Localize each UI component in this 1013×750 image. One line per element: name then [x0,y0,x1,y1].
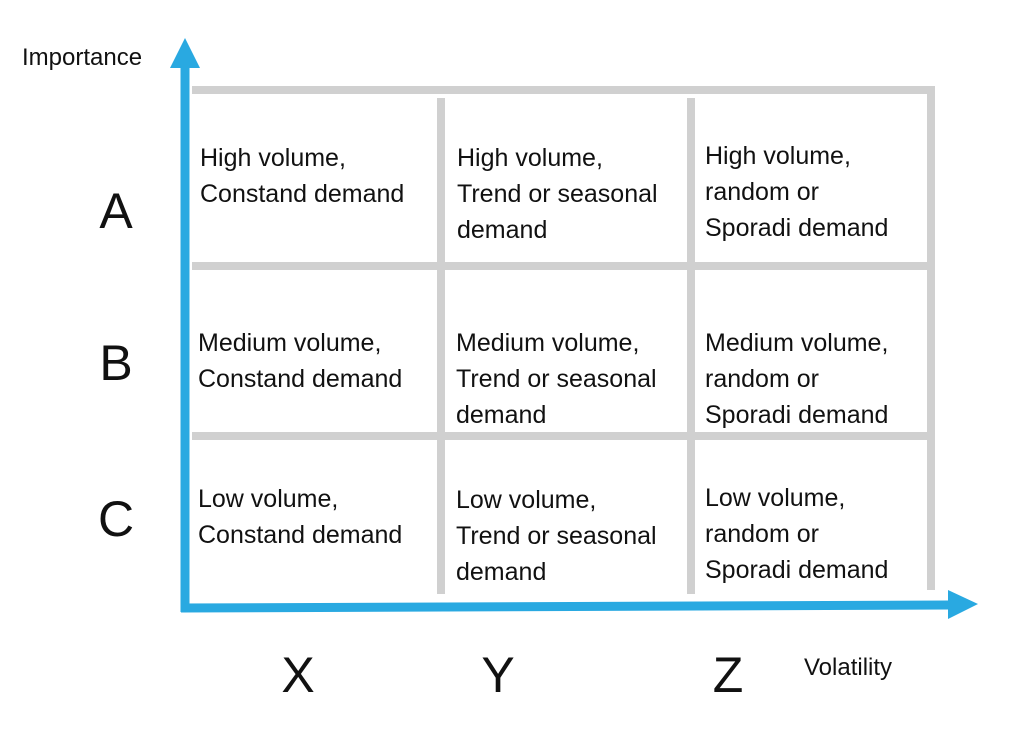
x-axis-title: Volatility [804,654,893,681]
row-label-b: B [99,335,133,391]
col-label-z: Z [712,647,744,703]
cell-a-x: High volume, Constand demand [200,144,405,208]
grid-lines [192,86,935,594]
axes [170,38,978,619]
cell-c-x: Low volume, Constand demand [198,485,403,549]
cell-b-z: Medium volume, random or Sporadi demand [705,329,889,429]
x-axis-line [180,600,951,613]
x-axis-arrowhead [948,590,978,619]
row-label-a: A [99,183,133,239]
col-label-y: Y [481,647,515,703]
cell-c-y: Low volume, Trend or seasonal demand [456,486,657,586]
y-axis-title: Importance [22,44,143,71]
cell-a-y: High volume, Trend or seasonal demand [457,144,658,244]
cell-b-y: Medium volume, Trend or seasonal demand [456,329,657,429]
cell-b-x: Medium volume, Constand demand [198,329,403,393]
y-axis-arrowhead [170,38,200,68]
col-label-x: X [281,647,315,703]
row-label-c: C [97,491,135,547]
cell-a-z: High volume, random or Sporadi demand [705,142,889,242]
cell-c-z: Low volume, random or Sporadi demand [705,484,889,584]
